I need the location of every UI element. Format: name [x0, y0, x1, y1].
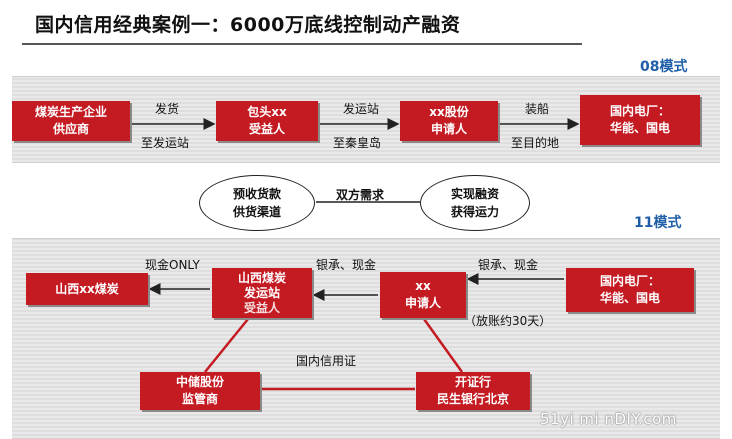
- mutual-needs-label: 双方需求: [336, 188, 385, 202]
- applicant-line1: xx股份: [429, 105, 469, 119]
- mode-11-label: 11模式: [634, 215, 682, 231]
- prepayment-line2: 供货渠道: [232, 205, 281, 219]
- accept-cash-label-left: 银承、现金: [316, 258, 377, 272]
- financing-oval: 实现融资 获得运力: [420, 175, 530, 231]
- coal-station-line3: 受益人: [243, 300, 280, 315]
- coal-station-box: 山西煤炭 发运站 受益人: [212, 268, 312, 318]
- arrow-label-to-qinhuangdao: 至秦皇岛: [333, 136, 382, 150]
- arrow-label-station: 发运站: [343, 102, 380, 116]
- arrow-label-to-destination: 至目的地: [511, 136, 560, 150]
- bottom-applicant-line2: 申请人: [404, 296, 441, 310]
- power-plant-box: 国内电厂： 华能、国电: [580, 95, 700, 145]
- prepayment-line1: 预收货款: [232, 187, 281, 201]
- arrow-label-to-station: 至发运站: [141, 136, 190, 150]
- issuing-bank-box: 开证行 民生银行北京: [416, 372, 530, 410]
- guarantor-line2: 监管商: [181, 392, 218, 406]
- bottom-power-plant-line1: 国内电厂：: [599, 274, 660, 288]
- credit-period-label: （放账约30天）: [464, 314, 552, 328]
- financing-line1: 实现融资: [450, 187, 499, 201]
- issuing-bank-line2: 民生银行北京: [436, 392, 509, 406]
- bottom-applicant-line1: xx: [415, 279, 431, 293]
- beneficiary-box: 包头xx 受益人: [216, 101, 318, 141]
- supplier-box: 煤炭生产企业 供应商: [12, 101, 130, 141]
- beneficiary-line2: 受益人: [248, 122, 285, 136]
- coal-station-line2: 发运站: [243, 285, 280, 300]
- coal-station-line1: 山西煤炭: [237, 270, 286, 285]
- prepayment-oval: 预收货款 供货渠道: [199, 175, 315, 231]
- financing-line2: 获得运力: [450, 205, 499, 219]
- guarantor-line1: 中储股份: [175, 375, 224, 389]
- arrow-label-ship: 发货: [155, 102, 180, 116]
- power-plant-line1: 国内电厂：: [609, 104, 670, 118]
- bottom-power-plant-box: 国内电厂： 华能、国电: [566, 268, 694, 312]
- line-station-to-guarantor: [204, 318, 249, 373]
- title-divider: [22, 43, 582, 45]
- beneficiary-line1: 包头xx: [247, 105, 287, 119]
- page-title: 国内信用经典案例一：6000万底线控制动产融资: [35, 14, 461, 36]
- arrow-label-loading: 装船: [525, 102, 550, 116]
- bottom-power-plant-line2: 华能、国电: [599, 291, 660, 305]
- power-plant-line2: 华能、国电: [609, 121, 670, 135]
- supplier-line2: 供应商: [52, 122, 89, 136]
- line-applicant-to-bank: [422, 318, 464, 373]
- supplier-line1: 煤炭生产企业: [34, 105, 107, 119]
- accept-cash-label-right: 银承、现金: [478, 258, 539, 272]
- bottom-applicant-box: xx 申请人: [380, 272, 466, 318]
- issuing-bank-line1: 开证行: [454, 375, 491, 389]
- shanxi-coal-box: 山西xx煤炭: [26, 273, 148, 305]
- applicant-line2: 申请人: [430, 122, 467, 136]
- applicant-box: xx股份 申请人: [400, 101, 498, 141]
- watermark: 51yi mi nDIY.com: [540, 410, 677, 428]
- shanxi-coal-label: 山西xx煤炭: [55, 281, 119, 296]
- cash-only-label: 现金ONLY: [145, 258, 200, 272]
- mode-08-label: 08模式: [640, 59, 688, 75]
- guarantor-box: 中储股份 监管商: [140, 372, 260, 410]
- domestic-lc-label: 国内信用证: [296, 354, 357, 368]
